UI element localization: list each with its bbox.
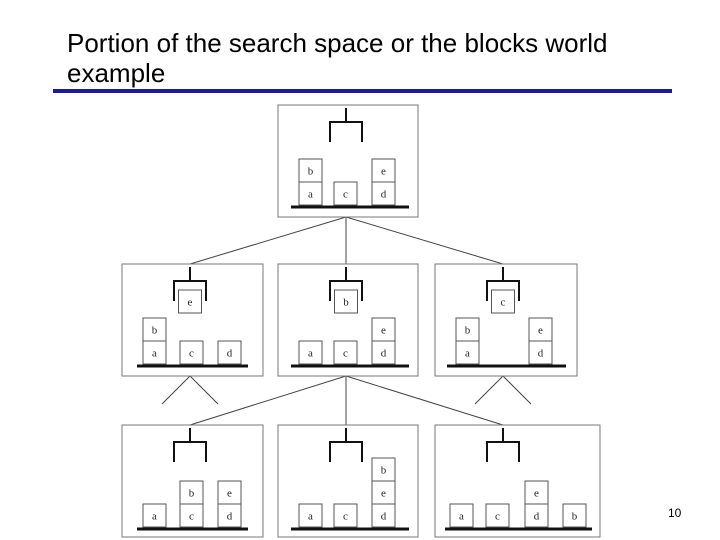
block-label: d (227, 348, 233, 360)
block-b: b (562, 503, 587, 528)
block-e: e (371, 158, 396, 183)
state-panel-level2-left: a cb de (121, 424, 264, 538)
block-label: d (534, 511, 540, 523)
block-label: a (308, 511, 313, 523)
block-a: a (455, 340, 480, 365)
block-label: b (189, 488, 195, 500)
block-b: b (334, 289, 358, 314)
search-edge (189, 375, 219, 405)
block-a: a (449, 503, 474, 528)
block-label: a (308, 348, 313, 360)
block-label: a (308, 189, 313, 201)
search-edge (474, 375, 504, 405)
block-e: e (528, 317, 553, 342)
block-label: e (381, 166, 386, 178)
block-e: e (371, 317, 396, 342)
block-c: c (179, 340, 204, 365)
search-edge (189, 375, 347, 426)
block-label: d (381, 348, 387, 360)
block-label: c (343, 348, 348, 360)
gripper-icon (173, 428, 207, 462)
state-panel-level2-right: a c de b (434, 424, 601, 538)
block-d: d (371, 181, 396, 206)
block-e: e (178, 289, 202, 314)
block-a: a (142, 340, 167, 365)
block-label: e (227, 488, 232, 500)
search-edges (161, 216, 532, 426)
block-label: c (343, 511, 348, 523)
block-a: a (298, 340, 323, 365)
search-edge (345, 375, 504, 426)
block-b: b (142, 317, 167, 342)
block-c: c (491, 289, 515, 314)
block-label: d (381, 189, 387, 201)
block-a: a (142, 503, 167, 528)
slide-title: Portion of the search space or the block… (67, 28, 608, 88)
gripper-icon (329, 108, 363, 142)
block-d: d (371, 340, 396, 365)
block-d: d (217, 340, 242, 365)
block-d: d (217, 503, 242, 528)
block-c: c (333, 181, 358, 206)
block-e: e (524, 480, 549, 505)
block-label: e (188, 297, 193, 309)
block-label: e (381, 488, 386, 500)
block-label: b (381, 465, 387, 477)
block-label: b (308, 166, 314, 178)
block-label: c (189, 348, 194, 360)
block-b: b (298, 158, 323, 183)
page-number: 10 (668, 506, 682, 520)
title-underline (53, 89, 672, 93)
state-panel-level1-middle: b a c de (277, 263, 419, 377)
block-label: d (538, 348, 544, 360)
block-label: b (343, 297, 349, 309)
gripper-icon (486, 428, 520, 462)
block-c: c (485, 503, 510, 528)
state-panel-level1-left: e ab c d (121, 263, 264, 377)
block-a: a (298, 181, 323, 206)
block-label: e (534, 488, 539, 500)
block-label: a (465, 348, 470, 360)
block-b: b (455, 317, 480, 342)
search-edge (161, 375, 191, 405)
gripper-icon (173, 267, 207, 301)
block-label: e (381, 325, 386, 337)
block-c: c (333, 340, 358, 365)
block-label: e (538, 325, 543, 337)
state-panel-root: ab c de (277, 104, 419, 218)
block-e: e (371, 480, 396, 505)
search-edge (189, 216, 347, 265)
block-label: a (459, 511, 464, 523)
block-d: d (528, 340, 553, 365)
state-panel-level1-right: c ab de (434, 263, 578, 377)
block-c: c (333, 503, 358, 528)
block-label: d (227, 511, 233, 523)
search-edge (345, 216, 504, 265)
block-label: b (465, 325, 471, 337)
search-edge (502, 375, 532, 405)
block-label: c (495, 511, 500, 523)
block-label: c (501, 297, 506, 309)
gripper-icon (486, 267, 520, 301)
gripper-icon (329, 428, 363, 462)
block-a: a (298, 503, 323, 528)
block-label: c (343, 189, 348, 201)
block-b: b (179, 480, 204, 505)
block-b: b (371, 457, 396, 482)
state-panel-level2-middle: a c deb (277, 424, 419, 538)
block-label: c (189, 511, 194, 523)
block-e: e (217, 480, 242, 505)
block-label: d (381, 511, 387, 523)
block-label: a (152, 511, 157, 523)
block-label: b (152, 325, 158, 337)
block-label: a (152, 348, 157, 360)
gripper-icon (329, 267, 363, 301)
block-d: d (524, 503, 549, 528)
block-c: c (179, 503, 204, 528)
block-d: d (371, 503, 396, 528)
block-label: b (572, 511, 578, 523)
